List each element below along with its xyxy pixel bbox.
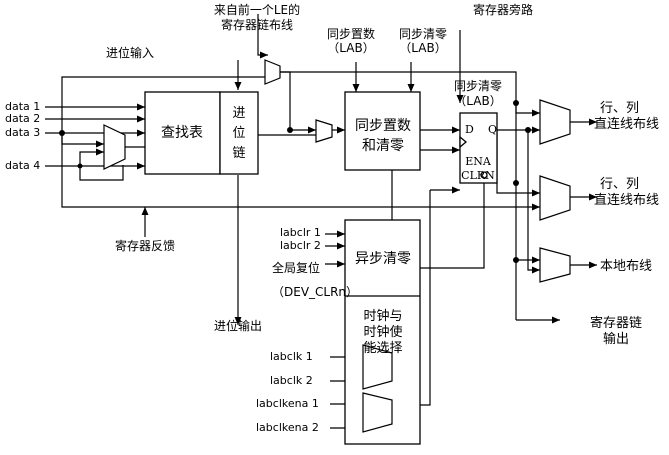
label-labclkena1: labclkena 1 [256, 397, 319, 410]
carry-chain-block [219, 91, 259, 175]
clock-select-mux [362, 344, 393, 390]
register-ena-pin: ENA [465, 155, 492, 168]
label-register-chain-out-2: 输出 [603, 331, 629, 347]
clrn-inversion-bubble [480, 171, 488, 179]
label-sync-load: 同步置数 [327, 26, 375, 41]
label-local-routing: 本地布线 [600, 259, 652, 274]
clock-select-label-2: 时钟使 [363, 324, 402, 340]
label-labclkena2: labclkena 2 [256, 421, 319, 434]
register-q-pin: Q [488, 123, 497, 136]
label-data3: data 3 [5, 126, 40, 139]
label-sync-clear-ff-lab: （LAB） [454, 94, 501, 108]
data3-mux [103, 124, 126, 170]
sync-load-clear-label-1: 同步置数 [355, 118, 411, 134]
sync-input-mux [315, 119, 333, 143]
sync-load-clear-block [344, 91, 421, 171]
clock-select-label-1: 时钟与 [363, 308, 402, 324]
register-chain-mux [264, 59, 281, 85]
label-register-bypass: 寄存器旁路 [473, 2, 533, 17]
label-carry-out: 进位输出 [214, 318, 262, 333]
label-sync-clear-top: 同步清零 [399, 27, 447, 41]
label-row-col-2a: 行、列 [600, 177, 639, 192]
row-col-mux-2 [539, 175, 571, 221]
label-labclr2: labclr 2 [280, 239, 321, 252]
label-data1: data 1 [5, 100, 40, 113]
label-row-col-1b: 直连线布线 [594, 116, 659, 132]
label-register-chain-out-1: 寄存器链 [590, 315, 642, 331]
carry-chain-label-1: 进 [232, 106, 245, 121]
label-sync-clear-top-lab: （LAB） [399, 41, 446, 55]
label-labclk1: labclk 1 [270, 350, 313, 363]
carry-chain-label-2: 位 [232, 126, 245, 141]
junction-dots [59, 100, 531, 263]
clock-select-label-3: 能选择 [363, 341, 402, 356]
register-block [459, 112, 498, 184]
label-data2: data 2 [5, 112, 40, 125]
label-global-reset: 全局复位 [272, 260, 320, 275]
label-row-col-1a: 行、列 [600, 101, 639, 116]
lookup-table-block [144, 91, 221, 175]
label-row-col-2b: 直连线布线 [594, 192, 659, 208]
label-labclr1: labclr 1 [280, 226, 321, 239]
label-sync-load-lab: （LAB） [327, 41, 374, 55]
label-data4: data 4 [5, 159, 40, 172]
row-col-mux-1 [539, 99, 571, 145]
async-clear-label: 异步清零 [355, 251, 411, 267]
arrowheads [96, 51, 597, 432]
clock-enable-mux [362, 392, 393, 433]
local-routing-mux [539, 247, 571, 283]
label-sync-clear-ff: 同步清零 [454, 79, 502, 93]
label-chain-from-previous-le: 来自前一个LE的 [214, 2, 300, 17]
label-labclk2: labclk 2 [270, 374, 313, 387]
wires [45, 14, 597, 429]
carry-chain-label-3: 链 [232, 146, 245, 161]
label-dev-clrn: （DEV_CLRn） [272, 285, 358, 299]
sync-load-clear-label-2: 和清零 [362, 138, 404, 154]
register-clrn-pin: CLRN [461, 169, 495, 182]
lookup-table-label: 查找表 [161, 125, 203, 141]
register-d-pin: D [465, 123, 474, 136]
label-register-feedback: 寄存器反馈 [115, 238, 175, 253]
label-carry-in: 进位输入 [106, 45, 154, 60]
register-clock-triangle [459, 135, 468, 149]
label-chain-from-previous-le-2: 寄存器链布线 [221, 17, 293, 32]
